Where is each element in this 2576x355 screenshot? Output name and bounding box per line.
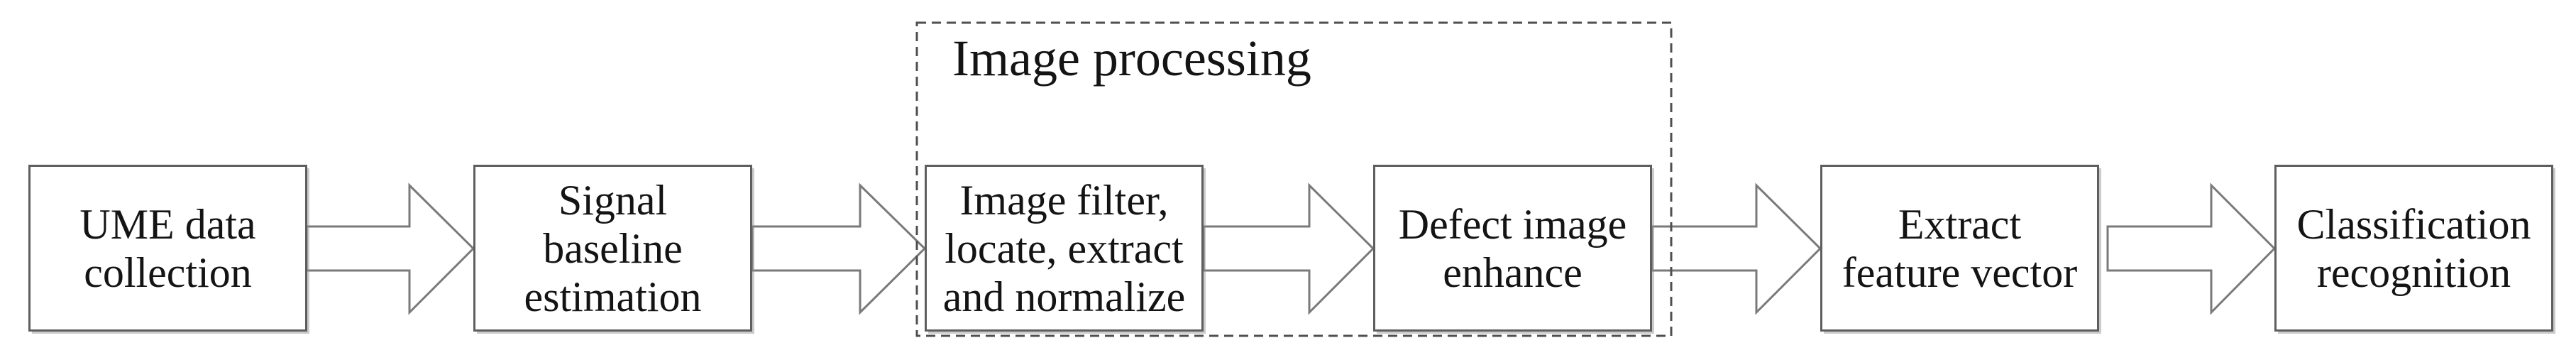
- box-label: Classification recognition: [2296, 200, 2531, 296]
- box-image-filter-locate-extract-and-normalize: Image filter, locate, extract and normal…: [925, 165, 1204, 332]
- box-extract-feature-vector: Extract feature vector: [1820, 165, 2099, 332]
- flow-arrow-2: [751, 182, 927, 315]
- box-label: Defect image enhance: [1398, 200, 1627, 296]
- box-defect-image-enhance: Defect image enhance: [1373, 165, 1652, 332]
- box-label: Image filter, locate, extract and normal…: [942, 176, 1186, 320]
- box-signal-baseline-estimation: Signal baseline estimation: [473, 165, 752, 332]
- flow-arrow-3: [1202, 182, 1375, 315]
- box-label: Extract feature vector: [1842, 200, 2078, 296]
- group-title: Image processing: [952, 30, 1311, 87]
- flow-arrow-5: [2106, 182, 2277, 315]
- box-label: Signal baseline estimation: [524, 176, 702, 320]
- box-ume-data-collection: UME data collection: [28, 165, 307, 332]
- image-processing-group-border: [915, 21, 1673, 337]
- box-label: UME data collection: [79, 200, 256, 296]
- flow-arrow-1: [305, 182, 475, 315]
- box-classification-recognition: Classification recognition: [2274, 165, 2553, 332]
- flow-arrow-4: [1651, 182, 1822, 315]
